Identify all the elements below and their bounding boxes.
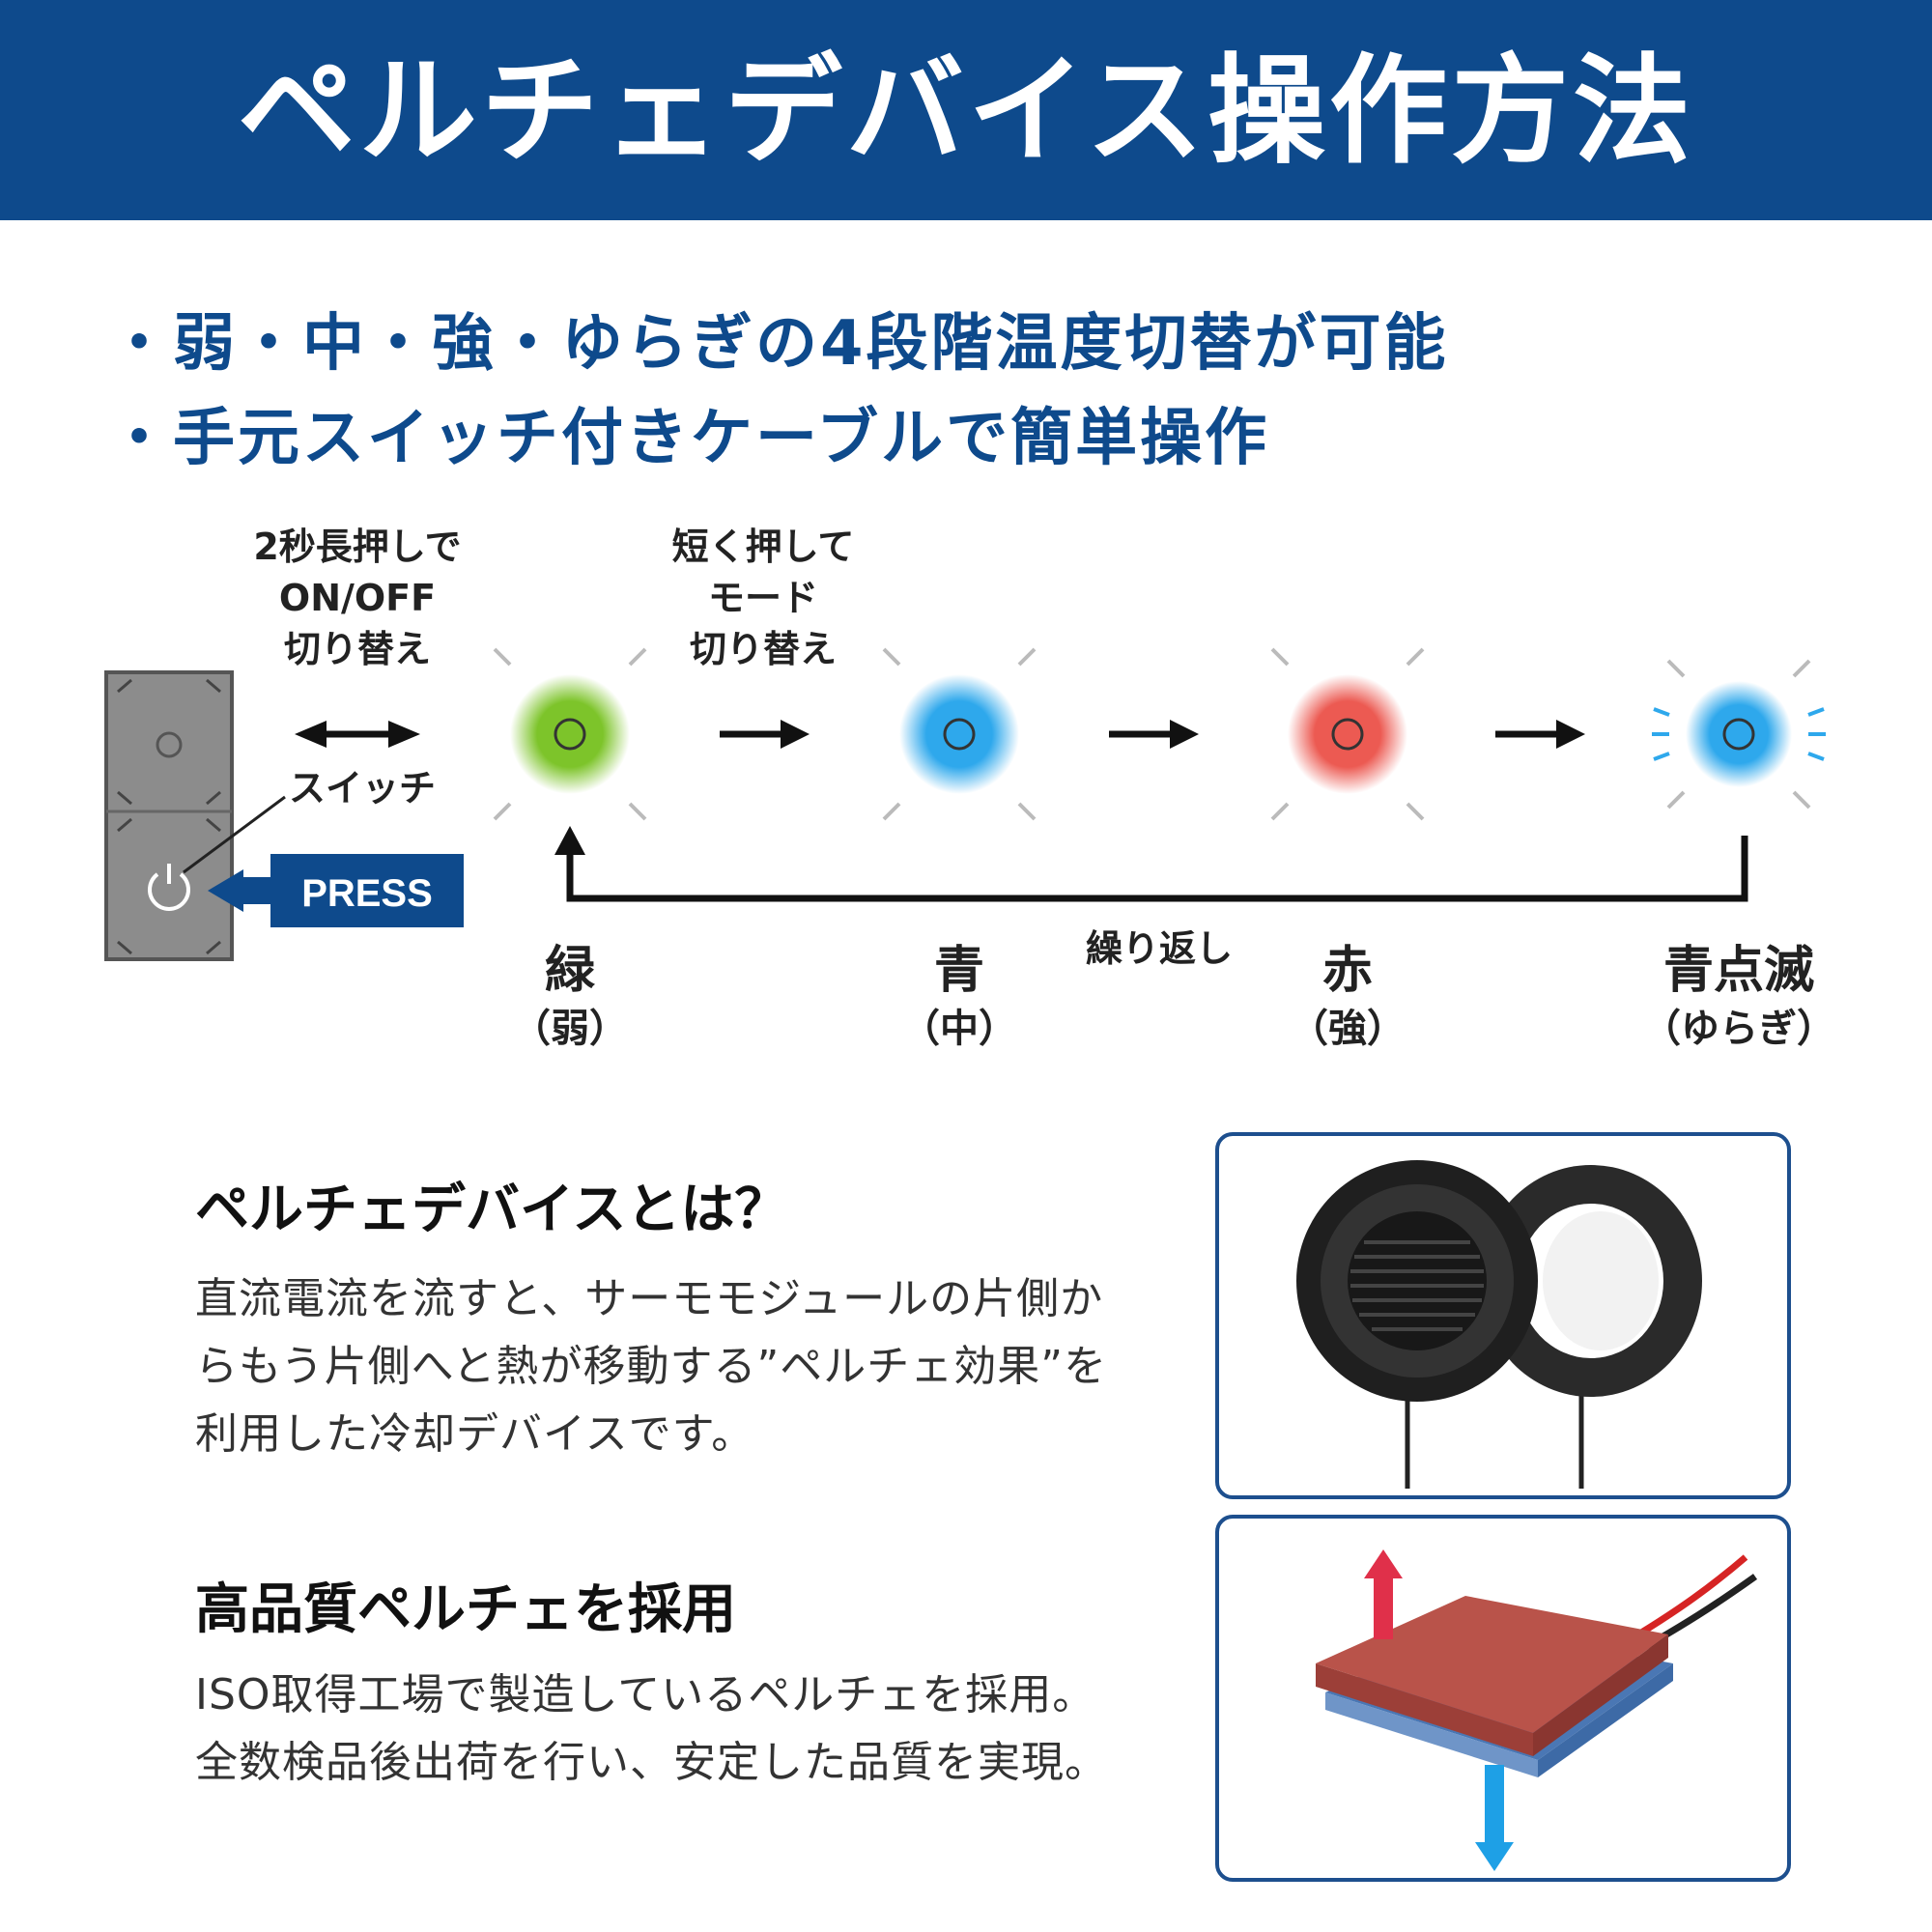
product-image-peltier-element xyxy=(1215,1515,1791,1882)
double-arrow-icon xyxy=(295,721,420,748)
product-image-fan-modules xyxy=(1215,1132,1791,1499)
led-green xyxy=(493,647,647,821)
mode-level-medium: （中） xyxy=(901,1007,1017,1051)
hold-instruction-line: 切り替え xyxy=(283,628,431,670)
section-body-quality: ISO取得工場で製造しているペルチェを採用。全数検品後出荷を行い、安定した品質を… xyxy=(195,1670,1108,1787)
feature-bullet-switch: ・手元スイッチ付きケーブルで簡単操作 xyxy=(108,403,1270,474)
arrow-right-icon xyxy=(1109,720,1199,749)
press-label: PRESS xyxy=(301,872,433,915)
header-banner: ペルチェデバイス操作方法 xyxy=(0,0,1932,220)
switch-label: スイッチ xyxy=(288,767,436,810)
mode-name-blue: 青 xyxy=(933,942,984,1000)
section-title-peltier: ペルチェデバイスとは？ xyxy=(195,1179,789,1241)
press-arrow-icon xyxy=(208,869,243,912)
hold-instruction-line: ON/OFF xyxy=(278,577,437,619)
power-icon xyxy=(148,864,190,911)
heat-up-arrow-icon xyxy=(1364,1549,1403,1639)
led-blue-blinking xyxy=(1652,659,1826,810)
tap-instruction-line: 切り替え xyxy=(689,628,837,670)
mode-name-red: 赤 xyxy=(1321,942,1373,1000)
mode-level-strong: （強） xyxy=(1290,1007,1406,1051)
feature-bullet-temperature: ・弱・中・強・ゆらぎの4段階温度切替が可能 xyxy=(108,308,1449,380)
repeat-arrow-icon xyxy=(554,826,1748,902)
led-red xyxy=(1270,647,1425,821)
page-title: ペルチェデバイス操作方法 xyxy=(237,43,1695,180)
cool-down-arrow-icon xyxy=(1475,1765,1514,1871)
arrow-right-icon xyxy=(1495,720,1585,749)
tap-instruction: 短く押して モード 切り替え xyxy=(647,522,879,675)
peltier-fan-module-image xyxy=(1296,1160,1702,1489)
hold-instruction-line: 2秒長押しで xyxy=(253,526,462,568)
press-indicator: PRESS xyxy=(208,854,464,927)
tap-instruction-line: 短く押して xyxy=(671,526,855,568)
mode-level-fluctuation: （ゆらぎ） xyxy=(1642,1007,1835,1051)
section-body-peltier: 直流電流を流すと、サーモモジュールの片側からもう片側へと熱が移動する”ペルチェ効… xyxy=(195,1274,1108,1459)
mode-level-weak: （弱） xyxy=(512,1007,628,1051)
led-blue xyxy=(882,647,1037,821)
peltier-element-image xyxy=(1316,1549,1758,1871)
hold-instruction: 2秒長押しで ON/OFF 切り替え xyxy=(242,522,473,675)
tap-instruction-line: モード xyxy=(707,577,818,619)
mode-name-green: 緑 xyxy=(544,942,595,1000)
section-title-quality: 高品質ペルチェを採用 xyxy=(195,1578,736,1641)
switch-indicator-icon xyxy=(156,731,183,758)
mode-name-blue-blinking: 青点滅 xyxy=(1662,942,1814,1000)
repeat-label: 繰り返し xyxy=(1085,927,1233,970)
operation-diagram: PRESS xyxy=(104,647,1826,961)
arrow-right-icon xyxy=(720,720,810,749)
switch-device xyxy=(104,670,286,961)
